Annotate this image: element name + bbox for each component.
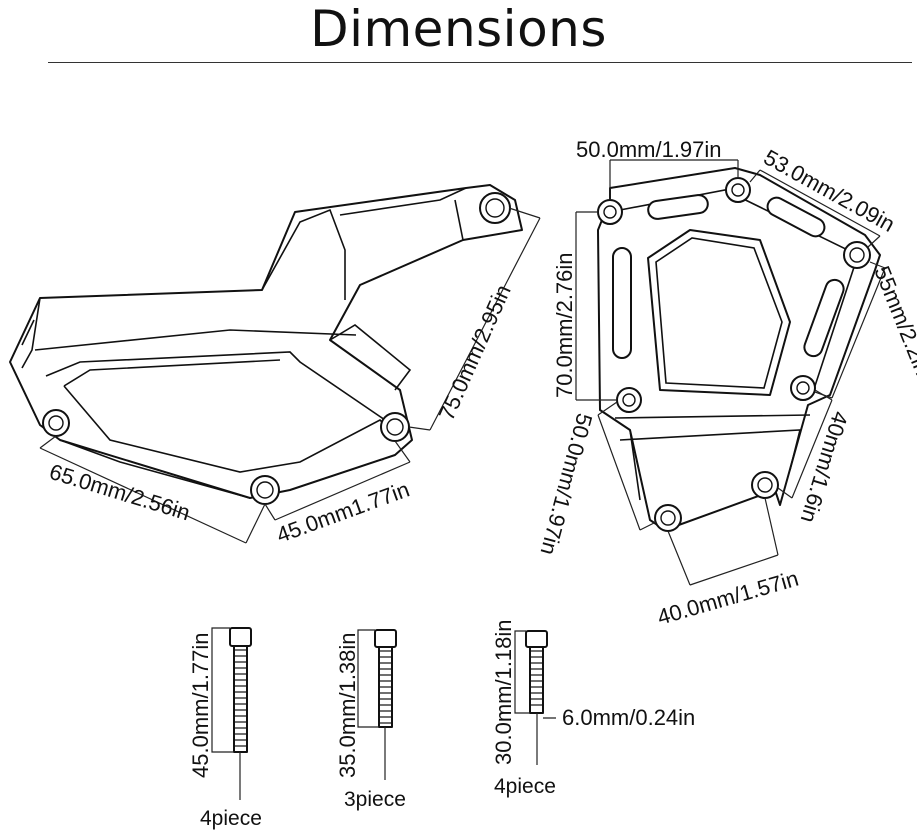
bolt-35mm-thread: [379, 650, 392, 724]
bolt-45mm-length-label: 45.0mm/1.77in: [188, 632, 213, 778]
cover-short-dimension-line: [264, 440, 411, 521]
bolt-30mm-diameter-label: 6.0mm/0.24in: [562, 705, 695, 730]
bolt-45mm: [211, 627, 252, 800]
plate-slot-top-left: [647, 194, 709, 220]
plate-slot-left: [612, 247, 632, 359]
cover-mount-hole-top: [479, 192, 511, 224]
cover-height-dimension-line: [408, 207, 541, 431]
cover-mount-hole-left: [42, 409, 70, 437]
plate-hole-top-left: [597, 199, 623, 225]
bolt-30mm-thread: [530, 650, 543, 706]
cover-height-label: 75.0mm/2.95in: [434, 281, 516, 424]
plate-hole-bottom-right: [751, 471, 779, 499]
plate-hole-top: [725, 177, 751, 203]
plate-hole-mid-left: [616, 387, 642, 413]
bolt-35mm-quantity-label: 3piece: [344, 788, 406, 811]
bolt-45mm-quantity-label: 4piece: [200, 807, 262, 830]
engine-cover-outline: [9, 184, 523, 499]
plate-slot-top-right: [766, 196, 826, 238]
bolt-30mm-length-label: 30.0mm/1.18in: [491, 619, 516, 765]
plate-top-label: 50.0mm/1.97in: [576, 137, 722, 162]
plate-left-upper-dimension-line: [575, 211, 617, 401]
plate-left-lower-label: 50.0mm/1.97in: [536, 411, 598, 558]
plate-hole-bottom-left: [654, 504, 682, 532]
bolt-35mm: [357, 629, 397, 780]
page-title: Dimensions: [310, 0, 607, 58]
plate-bottom-dimension-line: [667, 497, 779, 586]
plate-slot-right: [803, 278, 845, 358]
plate-bottom-label: 40.0mm/1.57in: [654, 566, 801, 630]
title-divider: [48, 62, 912, 63]
plate-hole-mid-right: [790, 375, 816, 401]
bolt-45mm-thread: [234, 649, 247, 747]
plate-top-right-dimension-line: [749, 169, 881, 248]
plate-hole-right: [843, 241, 871, 269]
bolt-30mm-quantity-label: 4piece: [494, 775, 556, 798]
cover-mount-hole-right: [380, 412, 410, 442]
cover-width-dimension-line: [39, 435, 266, 544]
plate-left-upper-label: 70.0mm/2.76in: [552, 252, 577, 398]
plate-top-dimension-line: [609, 159, 739, 200]
bolt-35mm-length-label: 35.0mm/1.38in: [335, 632, 360, 778]
cover-mount-hole-bottom: [250, 475, 280, 505]
plate-center-cutout: [647, 229, 791, 396]
plate-right-upper-label: 55mm/2.2in: [869, 263, 917, 379]
plate-left-lower-dimension-line: [597, 401, 657, 531]
plate-right-lower-dimension-line: [777, 389, 833, 499]
bolt-30mm: [514, 630, 556, 765]
